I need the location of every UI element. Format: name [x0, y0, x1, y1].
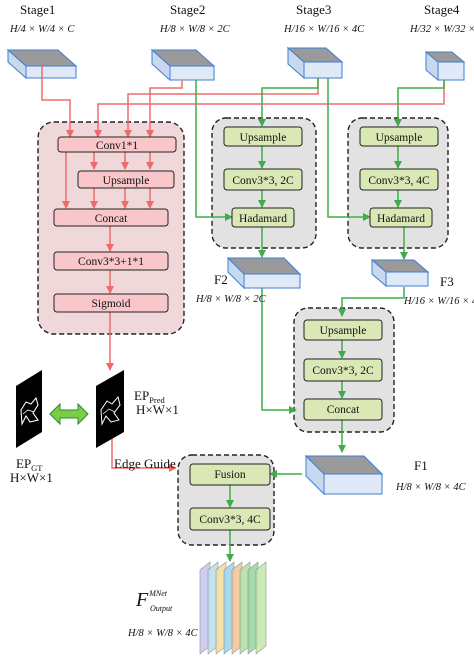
s2-upsample-label: Upsample: [240, 132, 287, 144]
ep-pred-size: H×W×1: [136, 402, 179, 417]
f-conv-label: Conv3*3, 2C: [312, 365, 374, 377]
f-concat-label: Concat: [327, 404, 360, 416]
f2-dim: H/8 × W/8 × 2C: [195, 294, 267, 305]
stage3-label: Stage3: [296, 2, 331, 17]
output-label: FMNet: [135, 589, 168, 611]
stage4-dim: H/32 × W/32 × 8C: [409, 24, 474, 35]
fusion-conv-box: [189, 507, 271, 531]
stage3-dim: H/16 × W/16 × 4C: [283, 24, 365, 35]
s2-conv-box: [223, 168, 303, 191]
fusion-box: [189, 463, 271, 486]
stage2-header: Stage2 H/8 × W/8 × 2C: [159, 2, 231, 35]
conv1x1-label: Conv1*1: [96, 140, 138, 152]
ep-gt-label: EPGT: [16, 456, 43, 473]
f-upsample-label: Upsample: [320, 325, 367, 337]
f3-dim: H/16 × W/16 × 4C: [403, 296, 474, 307]
f1-label: F1: [414, 458, 428, 473]
ep-gt-image: [16, 370, 42, 448]
output-symbol: F: [135, 589, 149, 611]
conv3x3-plus-box: [53, 251, 169, 271]
output-sup: MNet: [148, 589, 168, 598]
sigmoid-box: [53, 293, 169, 313]
s3-upsample-label: Upsample: [376, 132, 423, 144]
s3-conv-label: Conv3*3, 4C: [368, 175, 430, 187]
ep-pred-image: [96, 370, 124, 448]
f1-tensor: [304, 454, 384, 496]
stage2-dim: H/8 × W/8 × 2C: [159, 24, 231, 35]
stage4-label: Stage4: [424, 2, 460, 17]
main-branch-arrows: [195, 78, 445, 562]
f-upsample-box: [303, 319, 383, 341]
s2-hadamard-box: [231, 207, 295, 228]
s3-upsample-box: [359, 126, 439, 147]
stage1-header: Stage1 H/4 × W/4 × C: [9, 2, 75, 35]
stage2-tensor: [150, 48, 216, 82]
s3-hadamard-box: [369, 207, 433, 228]
fusion-conv-label: Conv3*3, 4C: [199, 514, 261, 526]
s2-upsample-box: [223, 126, 303, 147]
fusion-label: Fusion: [214, 469, 246, 481]
conv3x3-plus-label: Conv3*3+1*1: [78, 256, 144, 268]
edge-upsample-label: Upsample: [103, 175, 150, 187]
f2-label: F2: [214, 272, 228, 287]
stage3-header: Stage3 H/16 × W/16 × 4C: [283, 2, 365, 35]
f-conv-box: [303, 358, 383, 382]
output-sub: Output: [150, 604, 173, 613]
ep-pred-sub: Pred: [149, 395, 165, 405]
ep-gt-sub: GT: [31, 463, 43, 473]
conv1x1-box: [57, 136, 177, 153]
output-feature-stack: [199, 561, 267, 655]
ep-gt-main: EP: [16, 456, 31, 471]
sigmoid-label: Sigmoid: [92, 298, 131, 310]
edge-upsample-box: [77, 170, 175, 189]
stage1-label: Stage1: [20, 2, 55, 17]
f3-tensor: [370, 258, 430, 288]
edge-concat-label: Concat: [95, 213, 128, 225]
ep-gt-size: H×W×1: [10, 470, 53, 485]
stage3-tensor: [286, 46, 344, 80]
stage2-label: Stage2: [170, 2, 205, 17]
stage1-tensor: [6, 48, 78, 80]
stage4-header: Stage4 H/32 × W/32 × 8C: [409, 2, 474, 35]
s3-hadamard-label: Hadamard: [377, 213, 425, 225]
edge-guide-label: Edge Guide: [114, 456, 176, 471]
stage4-tensor: [424, 50, 466, 82]
f3-label: F3: [440, 274, 454, 289]
f-concat-box: [303, 398, 383, 421]
f1-dim: H/8 × W/8 × 4C: [395, 482, 467, 493]
s3-conv-box: [359, 168, 439, 191]
ep-pred-label: EPPred: [134, 388, 166, 405]
s2-conv-label: Conv3*3, 2C: [232, 175, 294, 187]
f2-tensor: [226, 256, 302, 290]
s2-hadamard-label: Hadamard: [239, 213, 287, 225]
output-dim: H/8 × W/8 × 4C: [127, 628, 199, 639]
ep-comparison-arrow: [49, 402, 89, 426]
ep-pred-main: EP: [134, 388, 149, 403]
edge-concat-box: [53, 208, 169, 227]
stage1-dim: H/4 × W/4 × C: [9, 24, 75, 35]
